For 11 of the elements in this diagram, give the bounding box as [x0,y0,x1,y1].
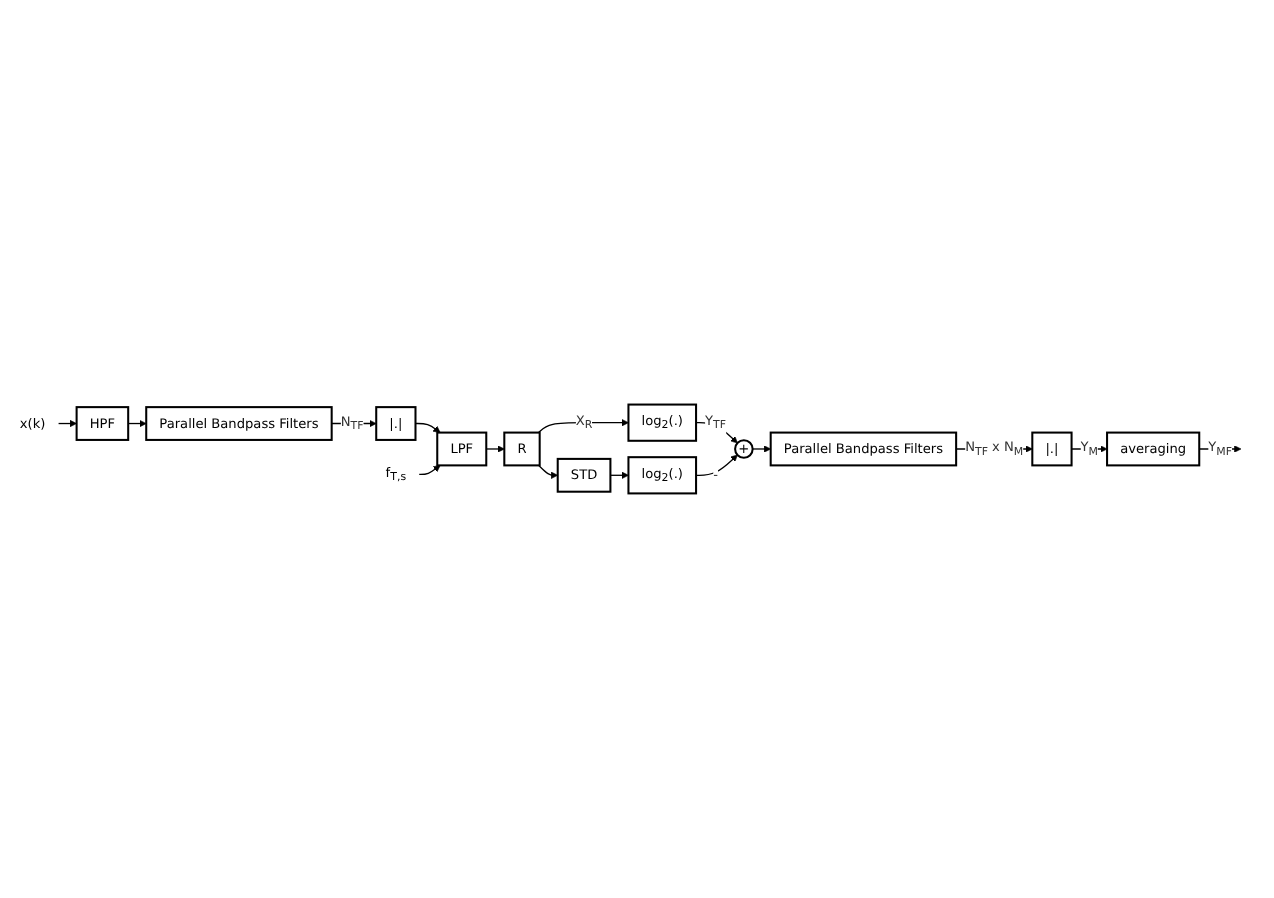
arrow [57,419,77,428]
arrow [127,419,147,428]
arrow [414,422,441,433]
arrow [538,419,629,434]
arrow [695,422,738,444]
arrow [418,465,441,476]
arrow [485,445,505,453]
arrow [752,445,771,453]
arrow [695,454,738,476]
arrow [609,471,629,479]
arrow [538,464,559,479]
